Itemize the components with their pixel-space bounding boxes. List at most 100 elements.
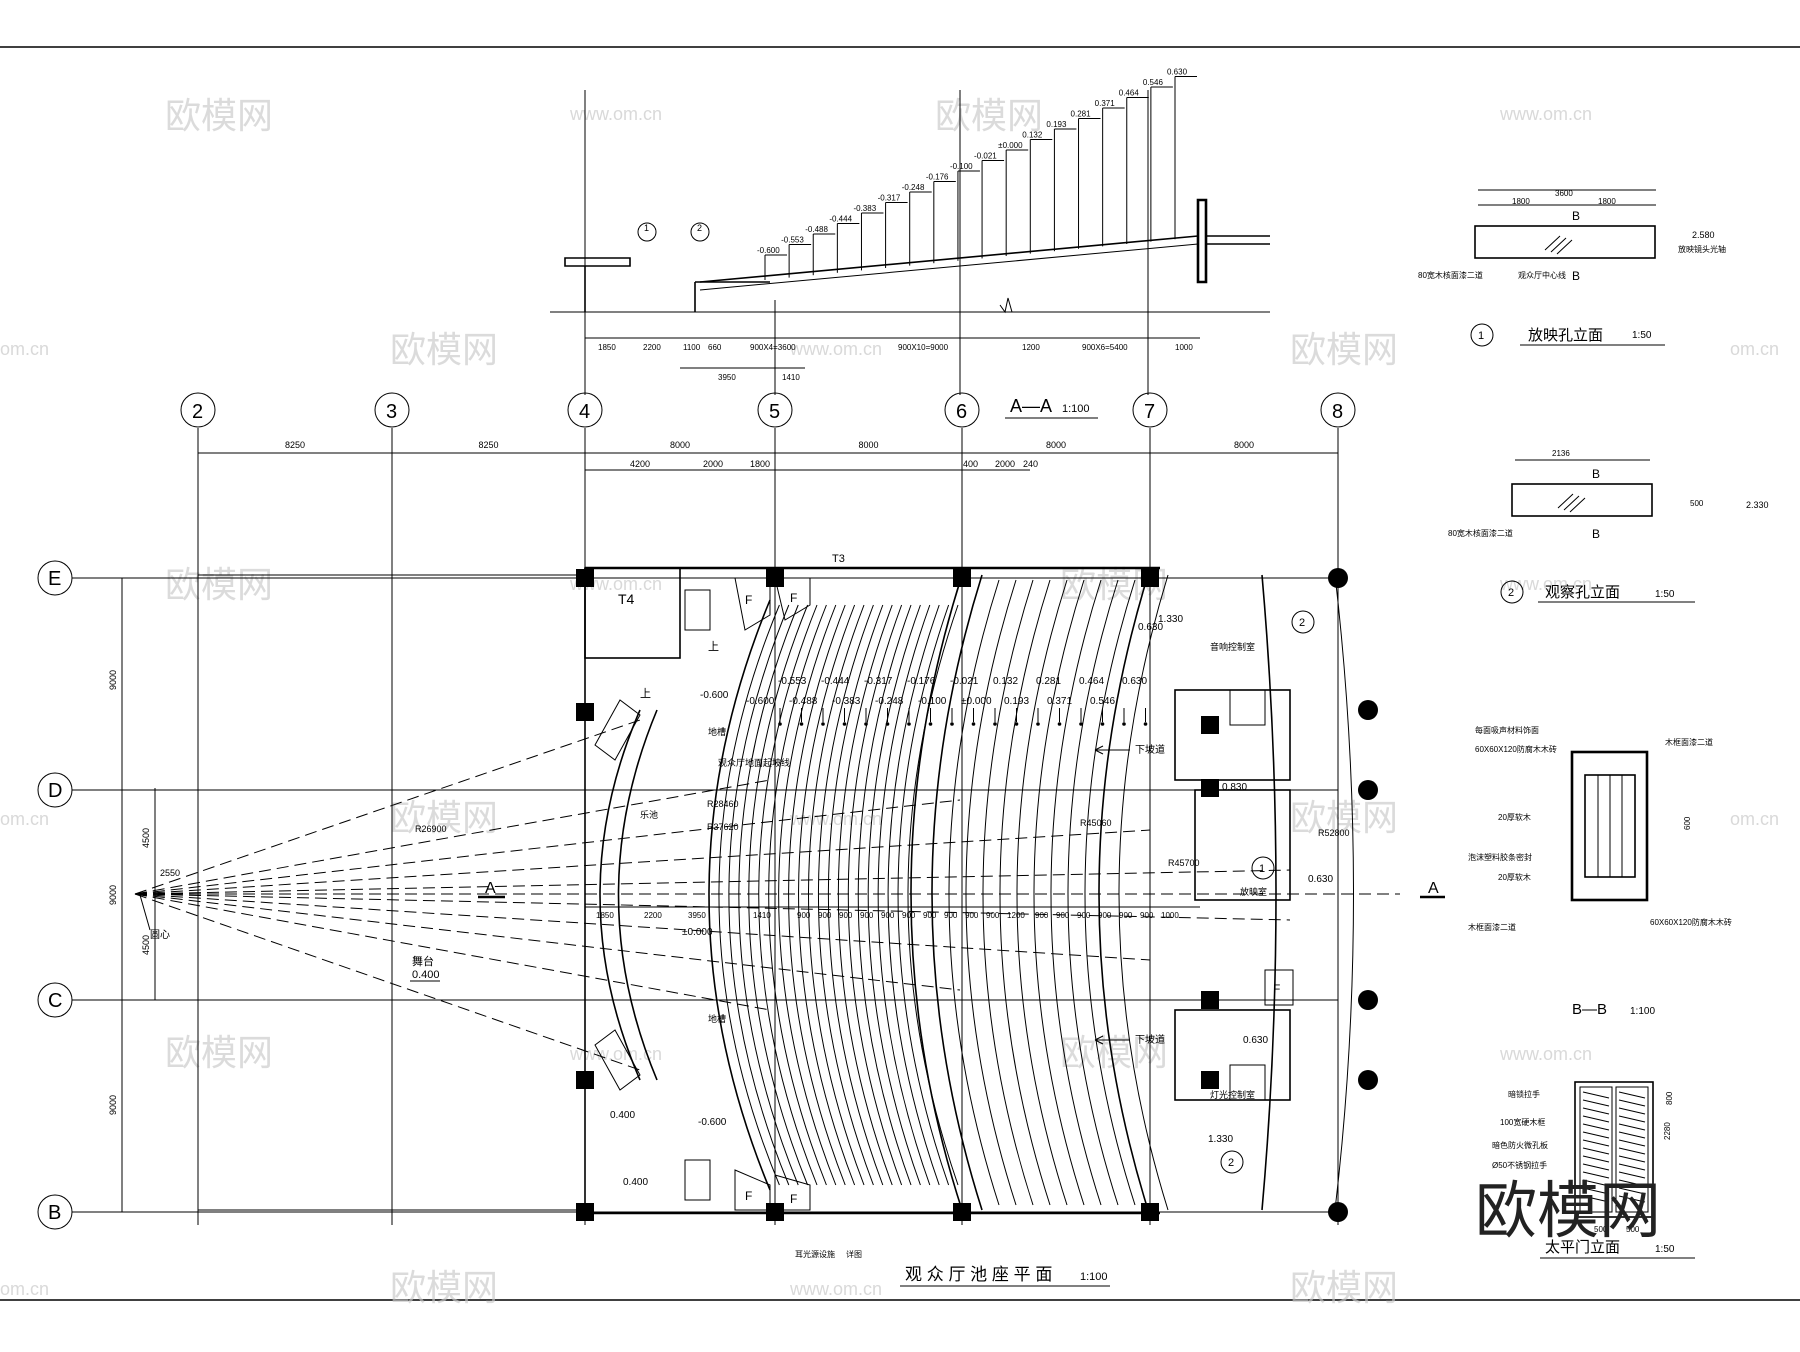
- watermark-url: www.om.cn: [789, 339, 882, 359]
- section-mark-b: B: [1572, 209, 1580, 223]
- door-frame: [1574, 1081, 1654, 1218]
- door-hatch-line: [1582, 1179, 1610, 1187]
- radius-line: [134, 719, 641, 895]
- left-dim-label: 2550: [160, 868, 180, 878]
- level-dot: [885, 722, 890, 726]
- door-hatch-line: [1582, 1147, 1610, 1155]
- door-dim: 500: [1626, 1225, 1640, 1234]
- section-dim: 1000: [1175, 343, 1193, 352]
- plan-level: -0.021: [950, 676, 979, 687]
- plan-level: 0.464: [1079, 676, 1104, 687]
- callout-circle-1: [1251, 856, 1275, 880]
- radius-label: R45060: [1080, 818, 1112, 828]
- level-dot: [1143, 722, 1148, 726]
- row-dim: 900: [944, 911, 958, 920]
- seating-level-labels: -0.600-0.553-0.488-0.444-0.383-0.317-0.2…: [757, 68, 1188, 256]
- seat-row-curve: [877, 604, 931, 1186]
- back-wall: [1196, 198, 1208, 284]
- glass-hatch: [1557, 493, 1586, 513]
- rear-wall-curve-outer: [1118, 574, 1169, 1211]
- seat-level: 0.464: [1119, 89, 1140, 98]
- axis-label-6: 6: [956, 401, 967, 423]
- watermark: 欧模网: [165, 1033, 273, 1074]
- axis-label-E: E: [48, 568, 61, 590]
- axis-label-B: B: [48, 1202, 61, 1224]
- row-dim: 900: [839, 911, 853, 920]
- door-note: 100宽硬木框: [1500, 1117, 1545, 1127]
- round-column: [1358, 1070, 1378, 1090]
- watermark-url: www.om.cn: [1499, 104, 1592, 124]
- cross-aisle-curve-2: [931, 574, 983, 1211]
- radius-label: R26900: [415, 824, 447, 834]
- plan-level: -0.176: [907, 676, 936, 687]
- square-column: [1141, 569, 1159, 587]
- door-hatch-line: [1582, 1171, 1610, 1179]
- structural-columns: [576, 568, 1378, 1222]
- top-subspan-dim: 400: [963, 459, 978, 469]
- projection-room-label: 放映室: [1240, 886, 1267, 897]
- seat-level: -0.488: [805, 225, 828, 234]
- floor-line-label: 观众厅地面起坡线: [718, 757, 790, 768]
- down-slope-arrow: [1094, 1035, 1130, 1045]
- top-subspan-dim: 2000: [703, 459, 723, 469]
- detail-section-b-b: 600 每面吸声材料饰面 60X60X120防腐木木砖 木框面漆二道 20厚软木…: [1468, 725, 1732, 1018]
- seat-row-curve: [887, 604, 940, 1186]
- square-column: [1141, 1203, 1159, 1221]
- outer-curve: [1334, 574, 1354, 1211]
- door-hatch-line: [1618, 1179, 1646, 1187]
- level-dot: [971, 722, 976, 726]
- detail-dim: 2136: [1552, 449, 1570, 458]
- watermark-url: www.om.cn: [569, 104, 662, 124]
- axis-bubble-8: [1320, 392, 1356, 428]
- seat-level: -0.600: [757, 246, 780, 255]
- radius-line: [134, 893, 961, 991]
- square-column: [576, 1203, 594, 1221]
- row-dim: 900: [986, 911, 1000, 920]
- door-hatch-line: [1618, 1139, 1646, 1147]
- section-dim: 900X10=9000: [898, 343, 949, 352]
- aisle-label-bottom: 地槽: [708, 1013, 726, 1024]
- axis-label-4: 4: [579, 401, 590, 423]
- plan-level: ±0.000: [961, 696, 992, 707]
- bb-outer-frame: [1570, 750, 1649, 902]
- level-label: 0.630: [1138, 622, 1163, 633]
- top-subspan-dim: 4200: [630, 459, 650, 469]
- row-dim: 900: [797, 911, 811, 920]
- callout-circle-1: [1470, 323, 1494, 347]
- radius-line: [134, 829, 1151, 895]
- detail-projection-window: 3600 1800 1800 B B 80宽木核面漆二道 观众厅中心线 放映镜头…: [1418, 189, 1726, 347]
- fire-cabinet: [1264, 969, 1294, 1006]
- square-column: [766, 569, 784, 587]
- plan-title: 观 众 厅 池 座 平 面: [905, 1265, 1052, 1284]
- left-dim-label: 4500: [141, 828, 151, 848]
- fire-cabinet: [734, 577, 771, 631]
- row-dim: 900: [881, 911, 895, 920]
- callout-1-label: 1: [1478, 330, 1484, 342]
- seat-row-curve: [857, 604, 912, 1186]
- stairs: [594, 589, 1266, 1201]
- watermark: 欧模网: [1290, 330, 1398, 371]
- stair: [684, 1159, 711, 1201]
- door-hatch-line: [1618, 1171, 1646, 1179]
- watermark-url: www.om.cn: [569, 1044, 662, 1064]
- detail-observation-window: 2136 B B 500 2.330 80宽木核面漆二道 2 观察孔立面 1:5…: [1448, 449, 1769, 604]
- top-span-dim: 8000: [670, 440, 690, 450]
- section-dim: 900X6=5400: [1082, 343, 1128, 352]
- bb-note: 20厚软木: [1498, 812, 1531, 822]
- seat-row-curve: [818, 604, 874, 1186]
- detail-title: B—B: [1572, 1001, 1607, 1018]
- plan-level: -0.317: [864, 676, 893, 687]
- watermark: 欧模网: [935, 96, 1043, 137]
- section-mark-b: B: [1592, 467, 1600, 481]
- top-span-dim: 8250: [285, 440, 305, 450]
- section-aa-scale: 1:100: [1062, 403, 1090, 415]
- seat-row-curve: [808, 604, 865, 1186]
- plan-level: 0.193: [1004, 696, 1029, 707]
- bb-note: 木框面漆二道: [1665, 737, 1713, 747]
- level-dot: [907, 722, 911, 726]
- row-dim: 900: [1056, 911, 1070, 920]
- bb-note: 泡沫塑料胶条密封: [1468, 852, 1532, 862]
- level-dot: [993, 722, 997, 726]
- round-column: [1358, 780, 1378, 800]
